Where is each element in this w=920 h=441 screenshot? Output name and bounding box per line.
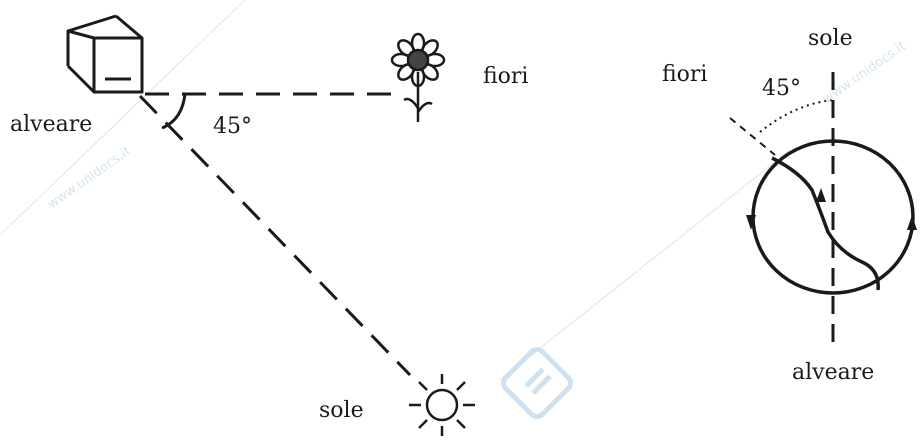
hive-to-sun-line xyxy=(140,96,410,375)
angle-label: 45° xyxy=(213,116,252,138)
sun-label: sole xyxy=(319,400,364,422)
hive-label-right: alveare xyxy=(792,362,874,384)
angle-label-right: 45° xyxy=(762,78,801,100)
angle-arc-right xyxy=(760,100,833,132)
flowers-direction-line xyxy=(730,118,775,155)
sun-icon xyxy=(409,374,475,436)
flower-icon xyxy=(392,34,444,122)
flowers-label: fiori xyxy=(483,66,528,88)
watermark-logo xyxy=(500,346,574,420)
flowers-label-right: fiori xyxy=(662,64,707,86)
hive-label: alveare xyxy=(10,114,92,136)
sun-label-right: sole xyxy=(808,28,853,50)
beehive-icon xyxy=(68,16,142,92)
